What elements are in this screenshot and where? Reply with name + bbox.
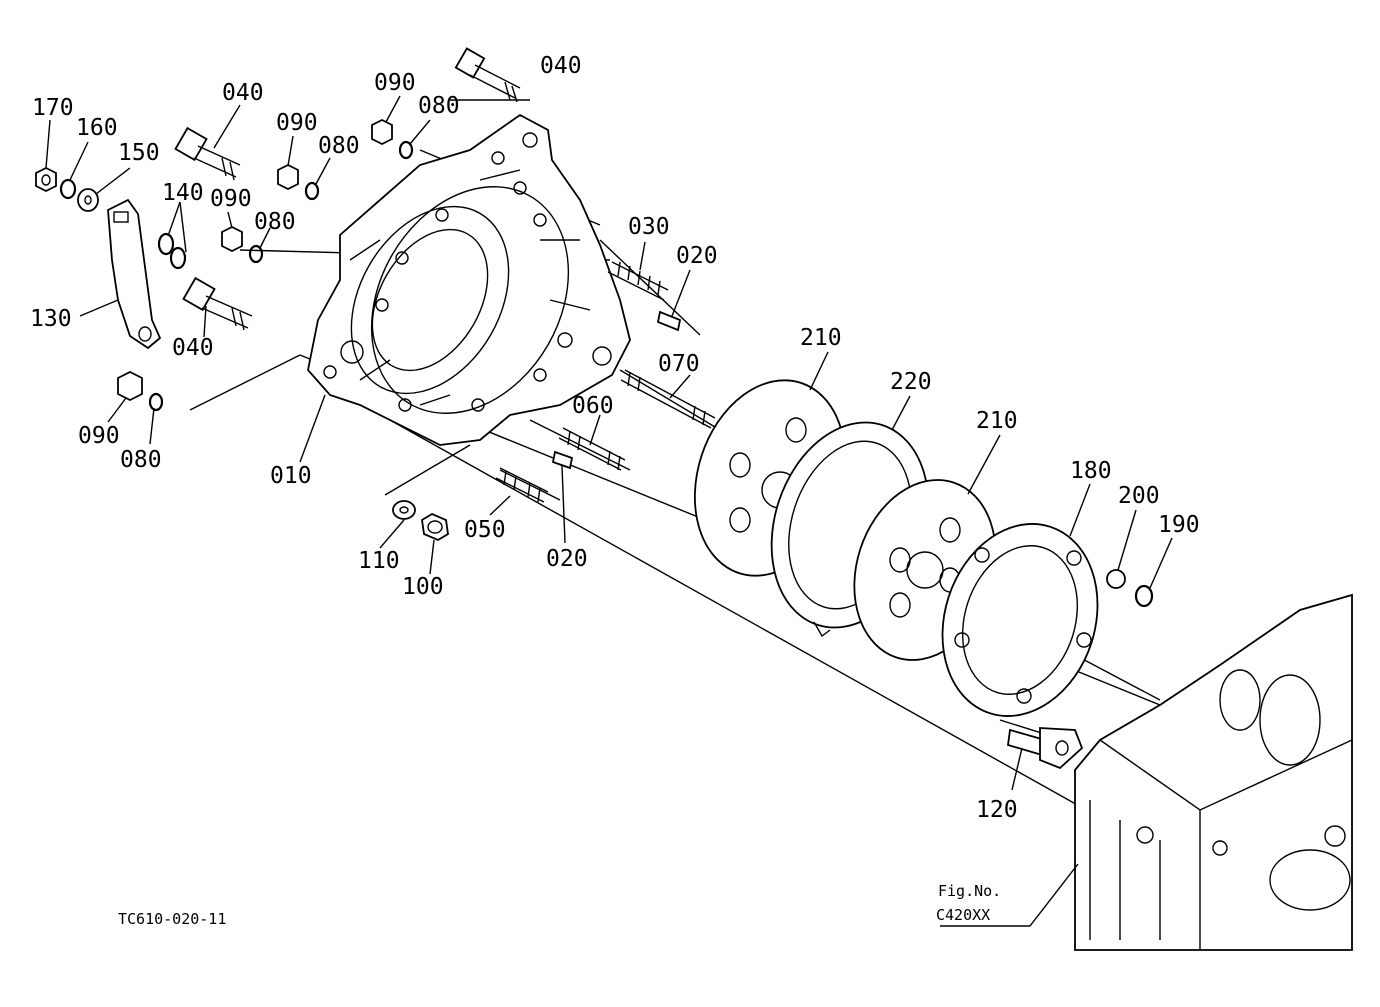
callout-050: 050 — [464, 517, 506, 543]
callout-120: 120 — [976, 797, 1018, 823]
callout-labels: 170 160 150 040 090 080 040 090 080 140 … — [30, 53, 1200, 823]
pin-020-upper — [656, 310, 682, 332]
callout-220: 220 — [890, 369, 932, 395]
stud-030 — [607, 261, 669, 301]
callout-020-lower: 020 — [546, 546, 588, 572]
callout-140: 140 — [162, 180, 204, 206]
washer-080-c — [248, 244, 264, 264]
seal-190 — [1134, 584, 1154, 608]
drawing-code: TC610-020-11 — [118, 910, 226, 928]
washer-150 — [77, 188, 99, 212]
bolt-040-top — [454, 47, 521, 103]
callout-150: 150 — [118, 140, 160, 166]
callout-030: 030 — [628, 214, 670, 240]
assembly-lines — [189, 99, 1161, 841]
callout-060: 060 — [572, 393, 614, 419]
figure-ref-line1: Fig.No. — [938, 882, 1001, 900]
callout-070: 070 — [658, 351, 700, 377]
stud-050 — [495, 467, 549, 503]
nut-090-b — [277, 163, 299, 191]
callout-090-a: 090 — [374, 70, 416, 96]
washer-080-d — [148, 392, 164, 412]
nut-090-d — [117, 370, 143, 402]
figure-reference: Fig.No. C420XX — [936, 882, 1001, 924]
nut-090-c — [221, 225, 243, 253]
callout-010: 010 — [270, 463, 312, 489]
bolt-040-lower — [182, 276, 253, 331]
callout-180: 180 — [1070, 458, 1112, 484]
callout-210-front: 210 — [800, 325, 842, 351]
callout-040-top: 040 — [540, 53, 582, 79]
nut-090-a — [371, 118, 393, 146]
transmission-case — [1074, 593, 1353, 951]
plug-100 — [421, 512, 449, 542]
washer-110 — [392, 500, 416, 520]
stud-070 — [620, 369, 716, 429]
callout-080-d: 080 — [120, 447, 162, 473]
bolt-040-left — [174, 126, 241, 181]
callout-190: 190 — [1158, 512, 1200, 538]
callout-080-a: 080 — [418, 93, 460, 119]
o-rings-140 — [157, 232, 187, 270]
figure-ref-line2: C420XX — [936, 906, 990, 924]
stud-060 — [558, 427, 626, 471]
callout-110: 110 — [358, 548, 400, 574]
callout-090-c: 090 — [210, 186, 252, 212]
callout-040-left: 040 — [222, 80, 264, 106]
callout-090-d: 090 — [78, 423, 120, 449]
hex-nut-170 — [35, 166, 57, 193]
callout-210-rear: 210 — [976, 408, 1018, 434]
callout-040-lower: 040 — [172, 335, 214, 361]
callout-090-b: 090 — [276, 110, 318, 136]
callout-170: 170 — [32, 95, 74, 121]
washer-080-a — [398, 140, 414, 160]
callout-200: 200 — [1118, 483, 1160, 509]
spring-washer-160 — [59, 178, 77, 200]
callout-100: 100 — [402, 574, 444, 600]
callout-160: 160 — [76, 115, 118, 141]
callout-130: 130 — [30, 306, 72, 332]
callout-080-c: 080 — [254, 209, 296, 235]
leader-lines — [45, 95, 1173, 927]
washer-080-b — [304, 181, 320, 201]
callout-080-b: 080 — [318, 133, 360, 159]
housing-010 — [307, 113, 631, 446]
callout-020-upper: 020 — [676, 243, 718, 269]
pin-020-lower — [551, 450, 574, 470]
ball-200 — [1106, 569, 1126, 589]
pressure-plate-180 — [941, 523, 1099, 717]
lever-130 — [107, 198, 162, 350]
cam-shaft-120 — [1007, 727, 1084, 770]
